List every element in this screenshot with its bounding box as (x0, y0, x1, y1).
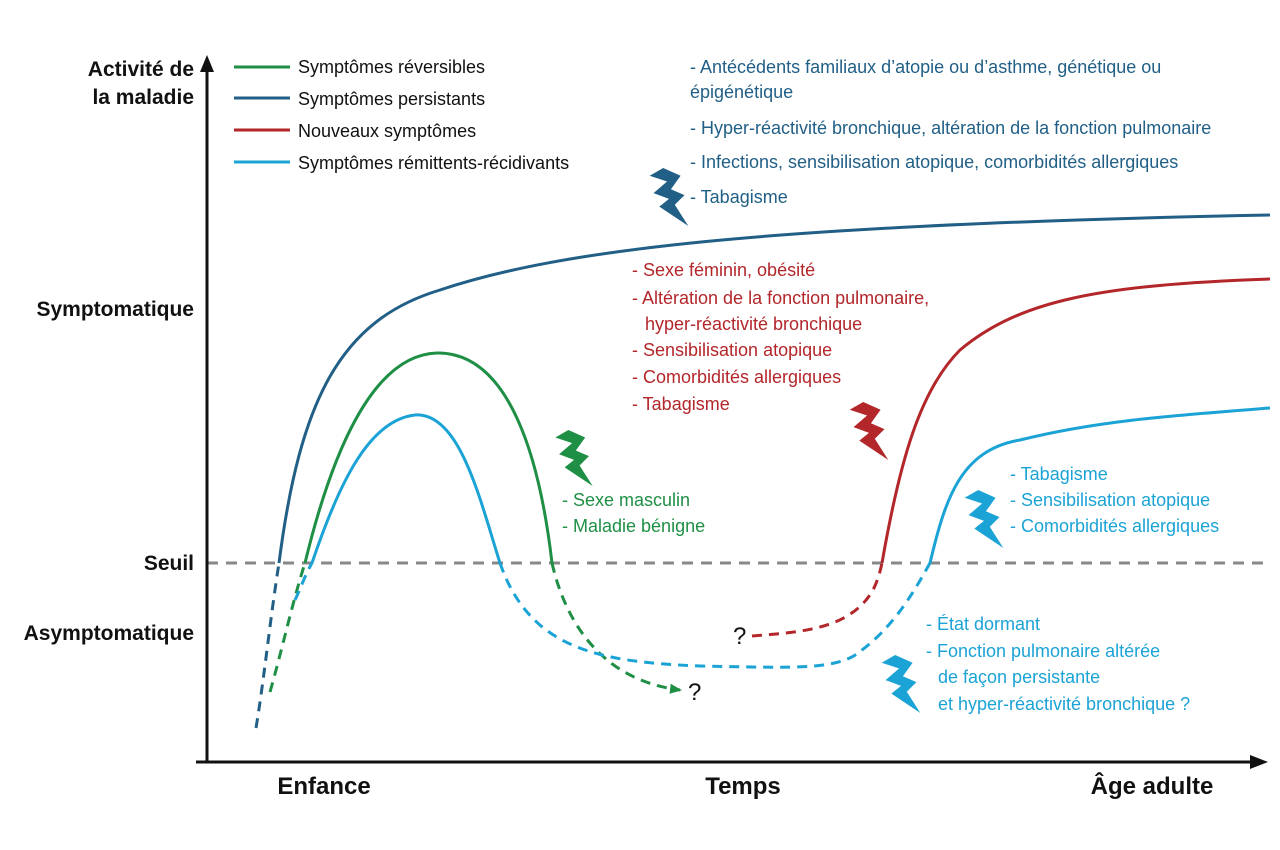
lightning-bolt-icon (649, 168, 689, 226)
lightning-bolt-icon (849, 402, 889, 460)
new-factor: - Altération de la fonction pulmonaire, (632, 288, 929, 308)
lightning-bolt-icon (881, 655, 921, 713)
new-factor: hyper-réactivité bronchique (645, 314, 862, 334)
y-level-asymptomatic: Asymptomatique (24, 622, 194, 645)
legend: Symptômes réversibles Symptômes persista… (234, 57, 569, 173)
question-mark-reversible: ? (688, 679, 701, 706)
persistent-factor: - Antécédents familiaux d’atopie ou d’as… (690, 57, 1161, 77)
x-axis-arrowhead (1250, 755, 1268, 769)
persistent-factors: - Antécédents familiaux d’atopie ou d’as… (690, 57, 1211, 207)
y-axis-arrowhead (200, 55, 214, 72)
persistent-factor: - Tabagisme (690, 187, 788, 207)
remitting-curve-dormant (498, 562, 932, 669)
dormant-factor: et hyper-réactivité bronchique ? (938, 694, 1190, 714)
x-level-start: Enfance (277, 773, 370, 800)
new-factor: - Tabagisme (632, 394, 730, 414)
new-factor: - Comorbidités allergiques (632, 367, 841, 387)
lightning-bolt-icon (964, 490, 1004, 548)
persistent-curve-dashed (254, 562, 281, 729)
remitting-factor: - Comorbidités allergiques (1010, 516, 1219, 536)
remitting-factor: - Sensibilisation atopique (1010, 490, 1210, 510)
reversible-factor: - Maladie bénigne (562, 516, 705, 536)
reversible-curve (303, 351, 554, 564)
remitting-adult-factors: - Tabagisme - Sensibilisation atopique -… (1010, 464, 1219, 536)
persistent-factor: - Hyper-réactivité bronchique, altératio… (690, 118, 1211, 138)
remitting-curve-dashed-start (293, 562, 314, 601)
remitting-factor: - Tabagisme (1010, 464, 1108, 484)
dormant-factor: - État dormant (926, 614, 1040, 634)
dormant-factor: de façon persistante (938, 667, 1100, 687)
legend-label-new: Nouveaux symptômes (298, 121, 476, 141)
x-axis-title: Temps (705, 773, 781, 800)
new-factor: - Sexe féminin, obésité (632, 260, 815, 280)
question-mark-new: ? (733, 623, 746, 650)
legend-label-remitting: Symptômes rémittents-récidivants (298, 153, 569, 173)
remitting-curve-adult (928, 406, 1271, 564)
new-factor: - Sensibilisation atopique (632, 340, 832, 360)
reversible-factor: - Sexe masculin (562, 490, 690, 510)
legend-label-persistent: Symptômes persistants (298, 89, 485, 109)
new-curve-dashed (751, 562, 884, 638)
remitting-dormant-factors: - État dormant - Fonction pulmonaire alt… (926, 614, 1190, 714)
reversible-curve-dashed-start (268, 562, 307, 693)
y-axis-title-line2: la maladie (92, 86, 194, 109)
lightning-bolt-icon (555, 430, 593, 486)
persistent-factor: épigénétique (690, 82, 793, 102)
x-level-end: Âge adulte (1091, 772, 1214, 800)
reversible-curve-dashed-end (550, 562, 682, 694)
persistent-factor: - Infections, sensibilisation atopique, … (690, 152, 1178, 172)
remitting-curve-child (310, 413, 502, 564)
dormant-factor: - Fonction pulmonaire altérée (926, 641, 1160, 661)
persistent-curve (277, 213, 1271, 564)
y-level-symptomatic: Symptomatique (36, 298, 194, 321)
y-level-threshold: Seuil (144, 552, 194, 575)
new-curve (880, 277, 1271, 564)
new-factors: - Sexe féminin, obésité - Altération de … (632, 260, 929, 414)
reversible-factors: - Sexe masculin - Maladie bénigne (562, 490, 705, 536)
legend-label-reversible: Symptômes réversibles (298, 57, 485, 77)
y-axis-title-line1: Activité de (88, 58, 194, 81)
